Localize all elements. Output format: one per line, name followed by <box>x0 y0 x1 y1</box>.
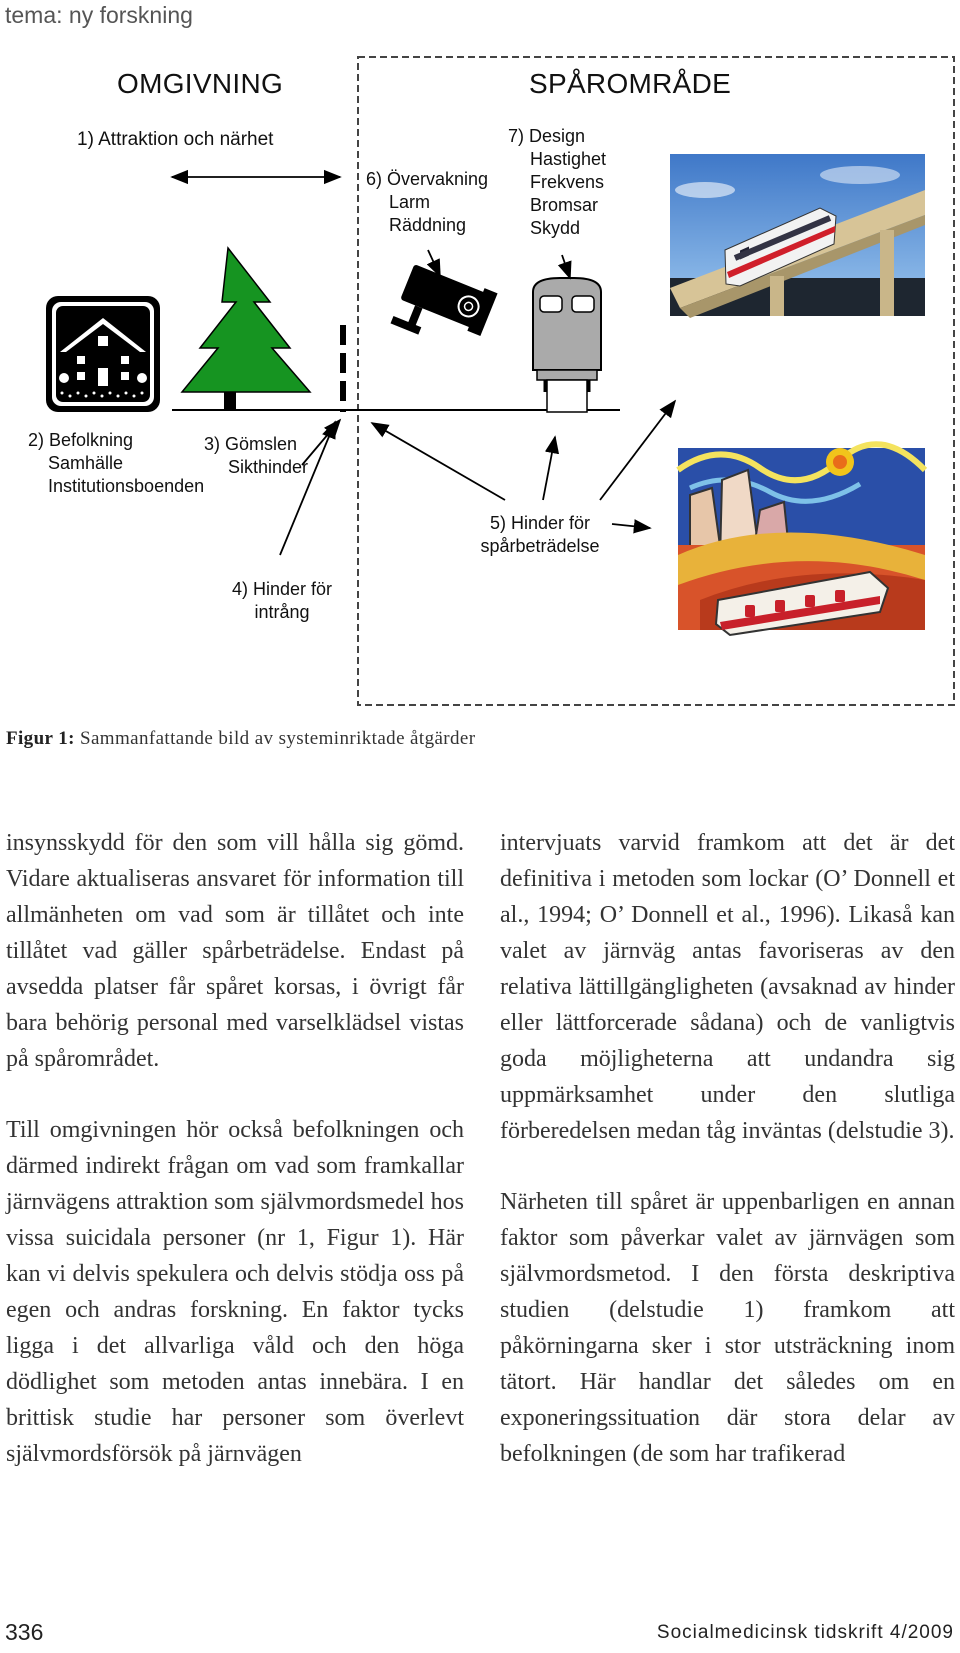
label-trespassing: 5) Hinder för spårbeträdelse <box>470 512 610 558</box>
label-4-line-2: intrång <box>254 602 310 622</box>
sparomrade-heading: SPÅROMRÅDE <box>529 68 732 99</box>
label-6-line-2: Larm <box>389 192 431 212</box>
paragraph: Till omgivningen hör också befolkningen … <box>6 1117 464 1467</box>
house-icon <box>46 296 160 412</box>
body-column-right: intervjuats varvid framkom att det är de… <box>500 825 955 1507</box>
arrow-5-left <box>370 422 506 501</box>
label-4-line-1: 4) Hinder för <box>231 579 333 599</box>
figure-1: OMGIVNING SPÅROMRÅDE 1) Attraktion och n… <box>0 40 960 720</box>
track-area-border <box>357 56 955 706</box>
label-population: 2) Befolkning Samhälle Institutionsboend… <box>28 429 204 498</box>
label-3-line-1: 3) Gömslen <box>204 434 298 454</box>
paragraph: intervjuats varvid framkom att det är de… <box>500 830 955 1144</box>
label-3-line-2: Sikthinder <box>228 457 309 477</box>
label-hiding-places: 3) Gömslen Sikthinder <box>204 433 308 479</box>
body-column-left: insynsskydd för den som vill hålla sig g… <box>6 825 464 1507</box>
surveillance-camera-icon <box>390 265 498 337</box>
label-7-line-3: Frekvens <box>530 172 605 192</box>
page-number: 336 <box>5 1619 44 1645</box>
arrow-5-up <box>542 435 560 501</box>
label-7-line-4: Bromsar <box>530 195 599 215</box>
label-2-line-2: Samhälle <box>48 453 124 473</box>
painted-train-image <box>676 441 928 637</box>
label-7-line-5: Skydd <box>530 218 581 238</box>
label-7-line-2: Hastighet <box>530 149 607 169</box>
arrow-5-right <box>599 399 677 501</box>
monorail-photo <box>670 154 925 318</box>
paragraph: Närheten till spåret är uppenbarligen en… <box>500 1189 955 1467</box>
omgivning-heading: OMGIVNING <box>117 68 284 99</box>
label-attraction: 1) Attraktion och närhet <box>77 129 274 150</box>
arrow-6-camera <box>426 249 441 278</box>
label-5-line-1: 5) Hinder för <box>489 513 591 533</box>
label-2-line-1: 2) Befolkning <box>28 430 134 450</box>
caption-text: Sammanfattande bild av systeminriktade å… <box>79 728 476 749</box>
label-7-line-1: 7) Design <box>508 126 586 146</box>
label-intrusion: 4) Hinder för intrång <box>220 578 344 624</box>
figure-caption: Figur 1: Sammanfattande bild av systemin… <box>6 728 476 750</box>
label-2-line-3: Institutionsboenden <box>48 476 205 496</box>
label-6-line-3: Räddning <box>389 215 467 235</box>
arrow-4-boundary <box>279 420 336 556</box>
label-design: 7) Design Hastighet Frekvens Bromsar Sky… <box>508 125 606 240</box>
tree-icon <box>180 246 312 410</box>
label-6-line-1: 6) Övervakning <box>366 169 489 189</box>
paragraph: insynsskydd för den som vill hålla sig g… <box>6 830 464 1072</box>
caption-prefix: Figur 1: <box>6 728 75 749</box>
arrow-5-painting <box>611 519 652 534</box>
train-front-icon <box>532 277 602 413</box>
label-5-line-2: spårbeträdelse <box>480 536 600 556</box>
journal-name: Socialmedicinsk tidskrift 4/2009 <box>656 1622 954 1643</box>
theme-label: tema: ny forskning <box>5 2 193 28</box>
arrow-7-train <box>557 254 572 280</box>
label-surveillance: 6) Övervakning Larm Räddning <box>366 168 488 237</box>
